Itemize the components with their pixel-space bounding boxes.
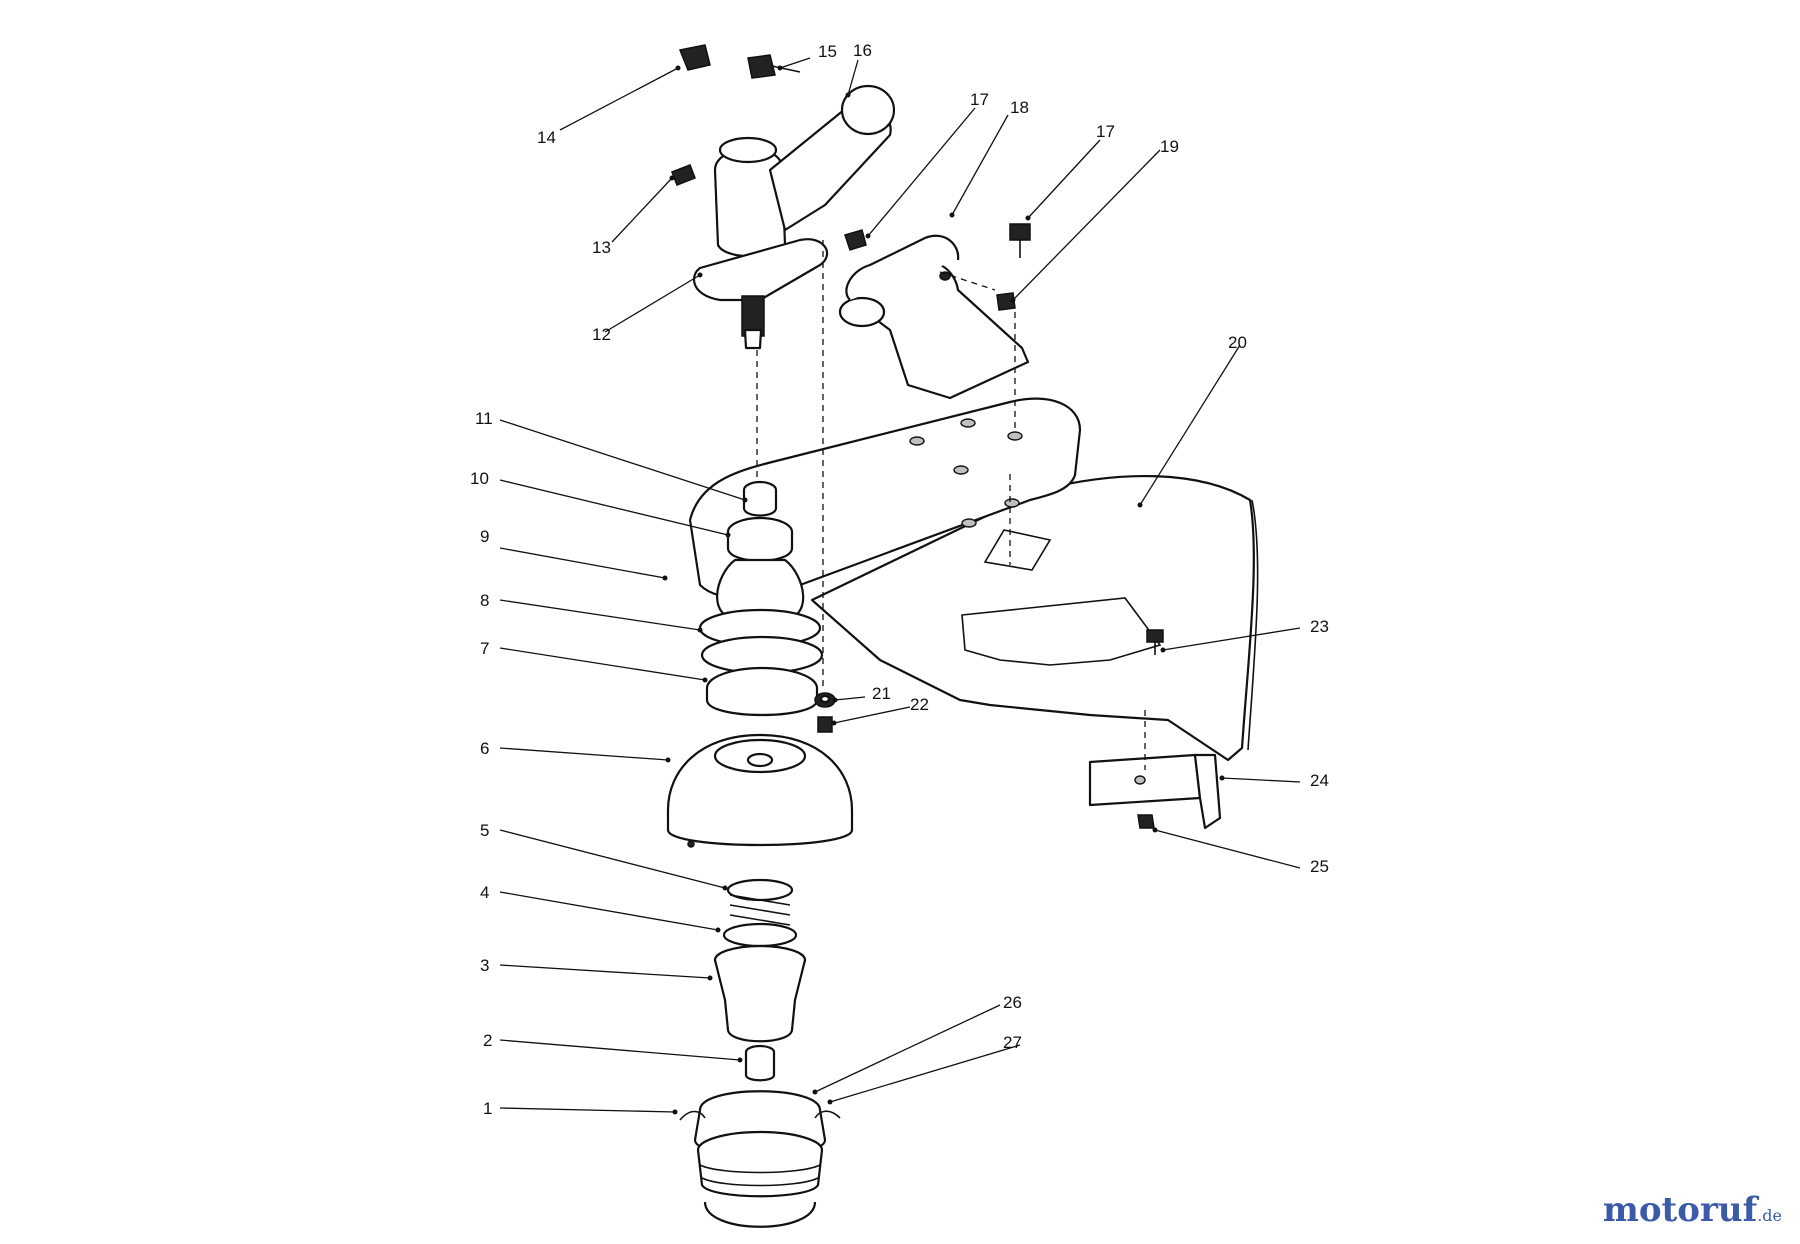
spool-components: [679, 878, 841, 1228]
callout-20: 20: [1228, 333, 1247, 352]
callout-25: 25: [1310, 857, 1329, 876]
callout-11: 11: [475, 409, 493, 428]
callout-27: 27: [1003, 1033, 1022, 1052]
callout-18: 18: [1010, 98, 1029, 117]
callout-2: 2: [483, 1031, 492, 1050]
callout-19: 19: [1160, 137, 1179, 156]
callout-16: 16: [853, 41, 872, 60]
watermark-suffix: .de: [1757, 1206, 1782, 1225]
tube-clamp-bracket: [838, 234, 1030, 400]
site-watermark: motoruf.de: [1603, 1190, 1782, 1230]
callout-17-left: 17: [970, 90, 989, 109]
callout-4: 4: [480, 883, 489, 902]
callout-12: 12: [592, 325, 611, 344]
callout-7: 7: [480, 639, 489, 658]
callout-9: 9: [480, 527, 489, 546]
callout-3: 3: [480, 956, 489, 975]
callout-numbers: 1 2 3 4 5 6 7 8 9 10 11 12 13 14 15 16 1…: [470, 41, 1329, 1118]
deflector-shield: [810, 474, 1259, 762]
callout-17-right: 17: [1096, 122, 1115, 141]
callout-22: 22: [910, 695, 929, 714]
spool-cover: [666, 733, 854, 848]
callout-10: 10: [470, 469, 489, 488]
spindle-assembly: [698, 480, 824, 717]
callout-6: 6: [480, 739, 489, 758]
callout-5: 5: [480, 821, 489, 840]
callout-26: 26: [1003, 993, 1022, 1012]
callout-24: 24: [1310, 771, 1329, 790]
callout-23: 23: [1310, 617, 1329, 636]
callout-14: 14: [537, 128, 556, 147]
bolts: [671, 44, 1164, 655]
watermark-main: motoruf: [1602, 1190, 1758, 1230]
callout-13: 13: [592, 238, 611, 257]
callout-21: 21: [872, 684, 891, 703]
washer-and-nut: [814, 692, 836, 733]
leader-lines: [499, 57, 1301, 1115]
callout-1: 1: [483, 1099, 492, 1118]
callout-8: 8: [480, 591, 489, 610]
alignment-lines: [756, 240, 1146, 770]
callout-15: 15: [818, 42, 837, 61]
gearbox-head: [692, 84, 896, 350]
lower-bracket: [1088, 753, 1222, 830]
